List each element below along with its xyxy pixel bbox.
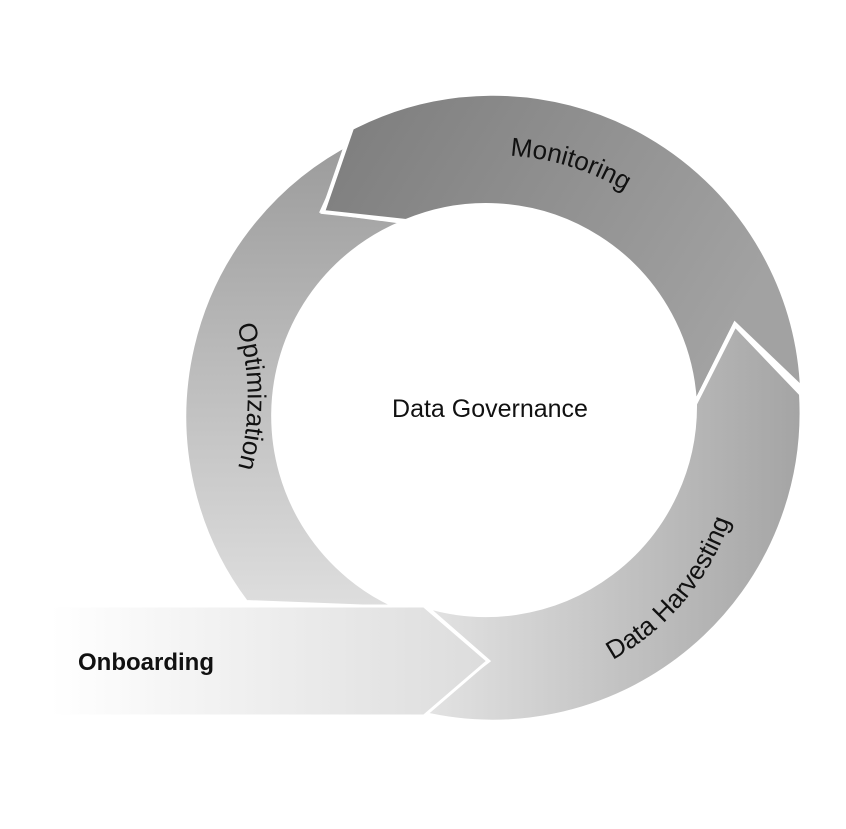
monitoring-arrow [320, 91, 805, 412]
center-label: Data Governance [392, 395, 588, 423]
optimization-arrow [182, 136, 412, 610]
onboarding-arrow [48, 604, 491, 718]
onboarding-label: Onboarding [78, 649, 214, 676]
